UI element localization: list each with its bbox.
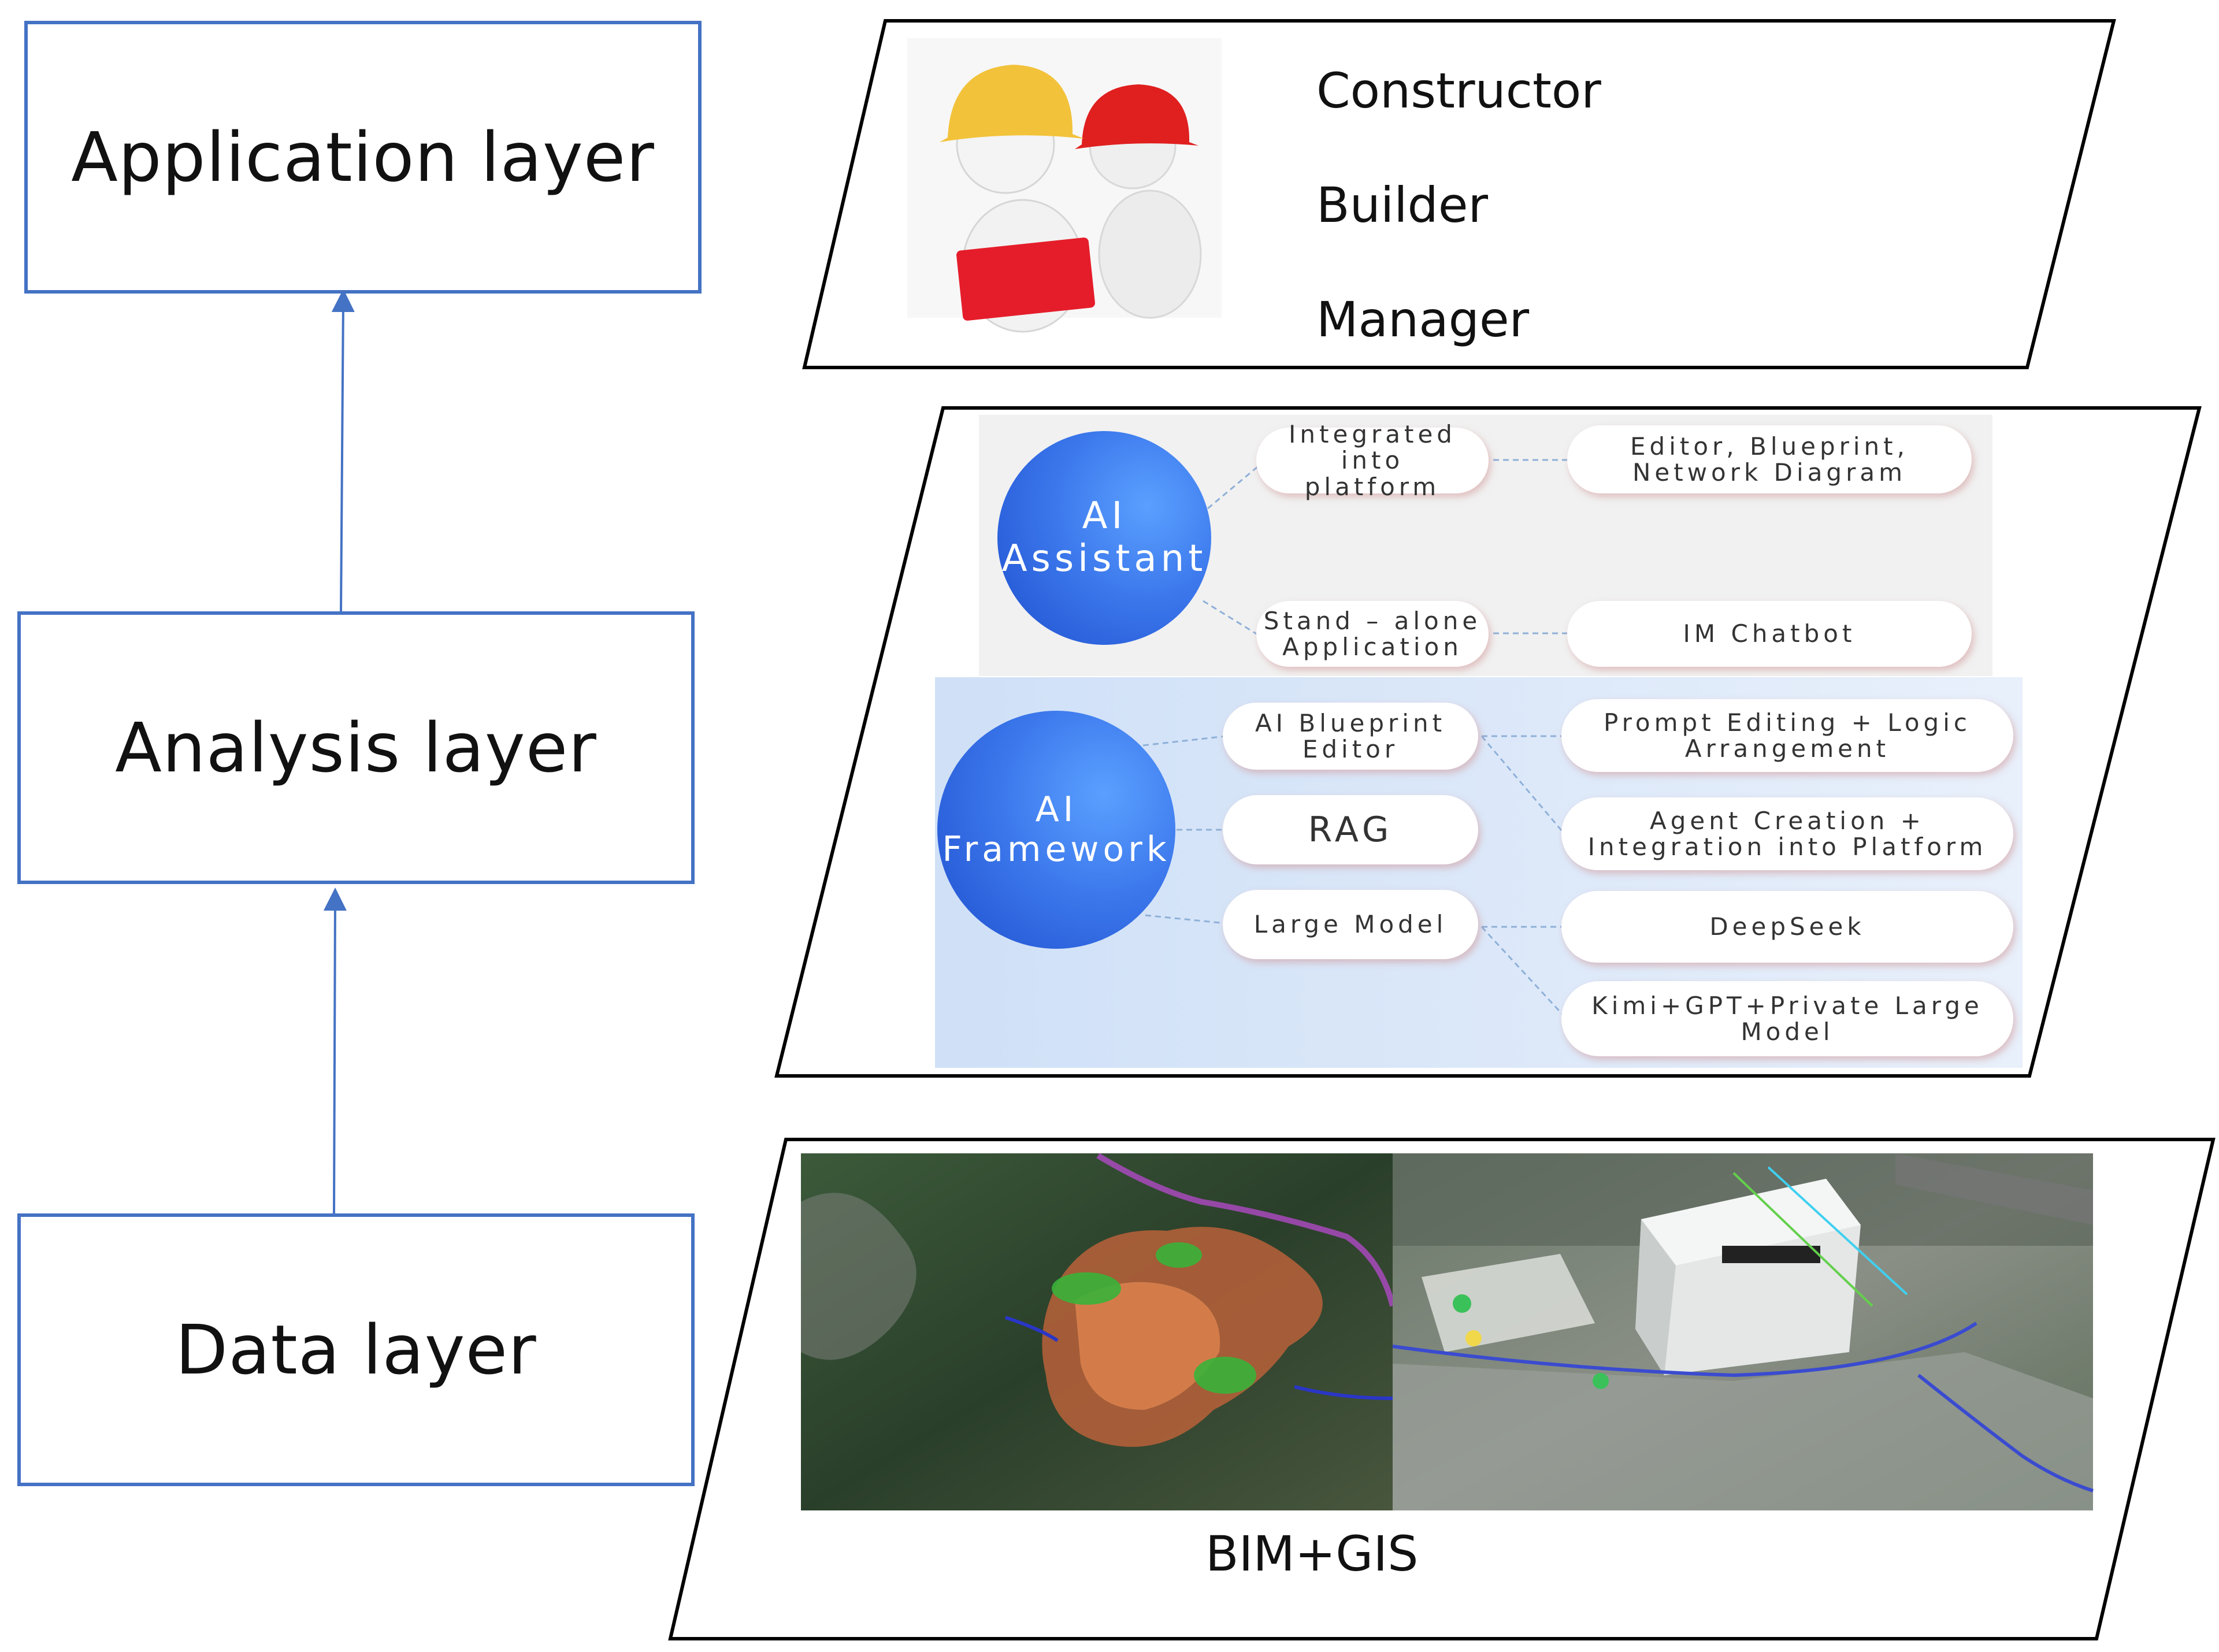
- construction-workers-image: [907, 38, 1222, 333]
- bim-model-image: [1392, 1153, 2094, 1510]
- framework-detail-kimi-gpt: Kimi+GPT+Private Large Model: [1561, 981, 2013, 1056]
- framework-detail-deepseek: DeepSeek: [1561, 891, 2013, 963]
- gis-map-image: [801, 1153, 1396, 1510]
- assistant-detail-editor: Editor, Blueprint, Network Diagram: [1567, 425, 1972, 493]
- assistant-detail-im-chatbot: IM Chatbot: [1567, 601, 1972, 667]
- role-builder: Builder: [1316, 177, 1489, 233]
- application-layer-box: Application layer: [24, 21, 702, 294]
- framework-component-large-model: Large Model: [1223, 890, 1478, 959]
- data-panel-caption: BIM+GIS: [1205, 1525, 1419, 1582]
- assistant-mode-integrated: Integrated into platform: [1256, 421, 1489, 500]
- data-layer-box: Data layer: [17, 1213, 695, 1486]
- framework-connectors: [1142, 735, 1566, 1018]
- role-manager: Manager: [1316, 291, 1530, 348]
- arrow-analysis-to-application: [331, 289, 355, 612]
- analysis-layer-box: Analysis layer: [17, 611, 695, 884]
- assistant-mode-standalone: Stand – alone Application: [1256, 601, 1489, 667]
- role-constructor: Constructor: [1316, 62, 1601, 119]
- framework-detail-prompt-editing: Prompt Editing + Logic Arrangement: [1561, 699, 2013, 772]
- ai-framework-bubble: AI Framework: [937, 711, 1175, 949]
- framework-component-blueprint-editor: AI Blueprint Editor: [1223, 703, 1478, 770]
- framework-component-rag: RAG: [1223, 795, 1478, 864]
- ai-assistant-bubble: AI Assistant: [997, 431, 1211, 645]
- assistant-connectors: [1203, 459, 1571, 636]
- framework-detail-agent-creation: Agent Creation + Integration into Platfo…: [1561, 797, 2013, 870]
- arrow-data-to-analysis: [323, 888, 347, 1214]
